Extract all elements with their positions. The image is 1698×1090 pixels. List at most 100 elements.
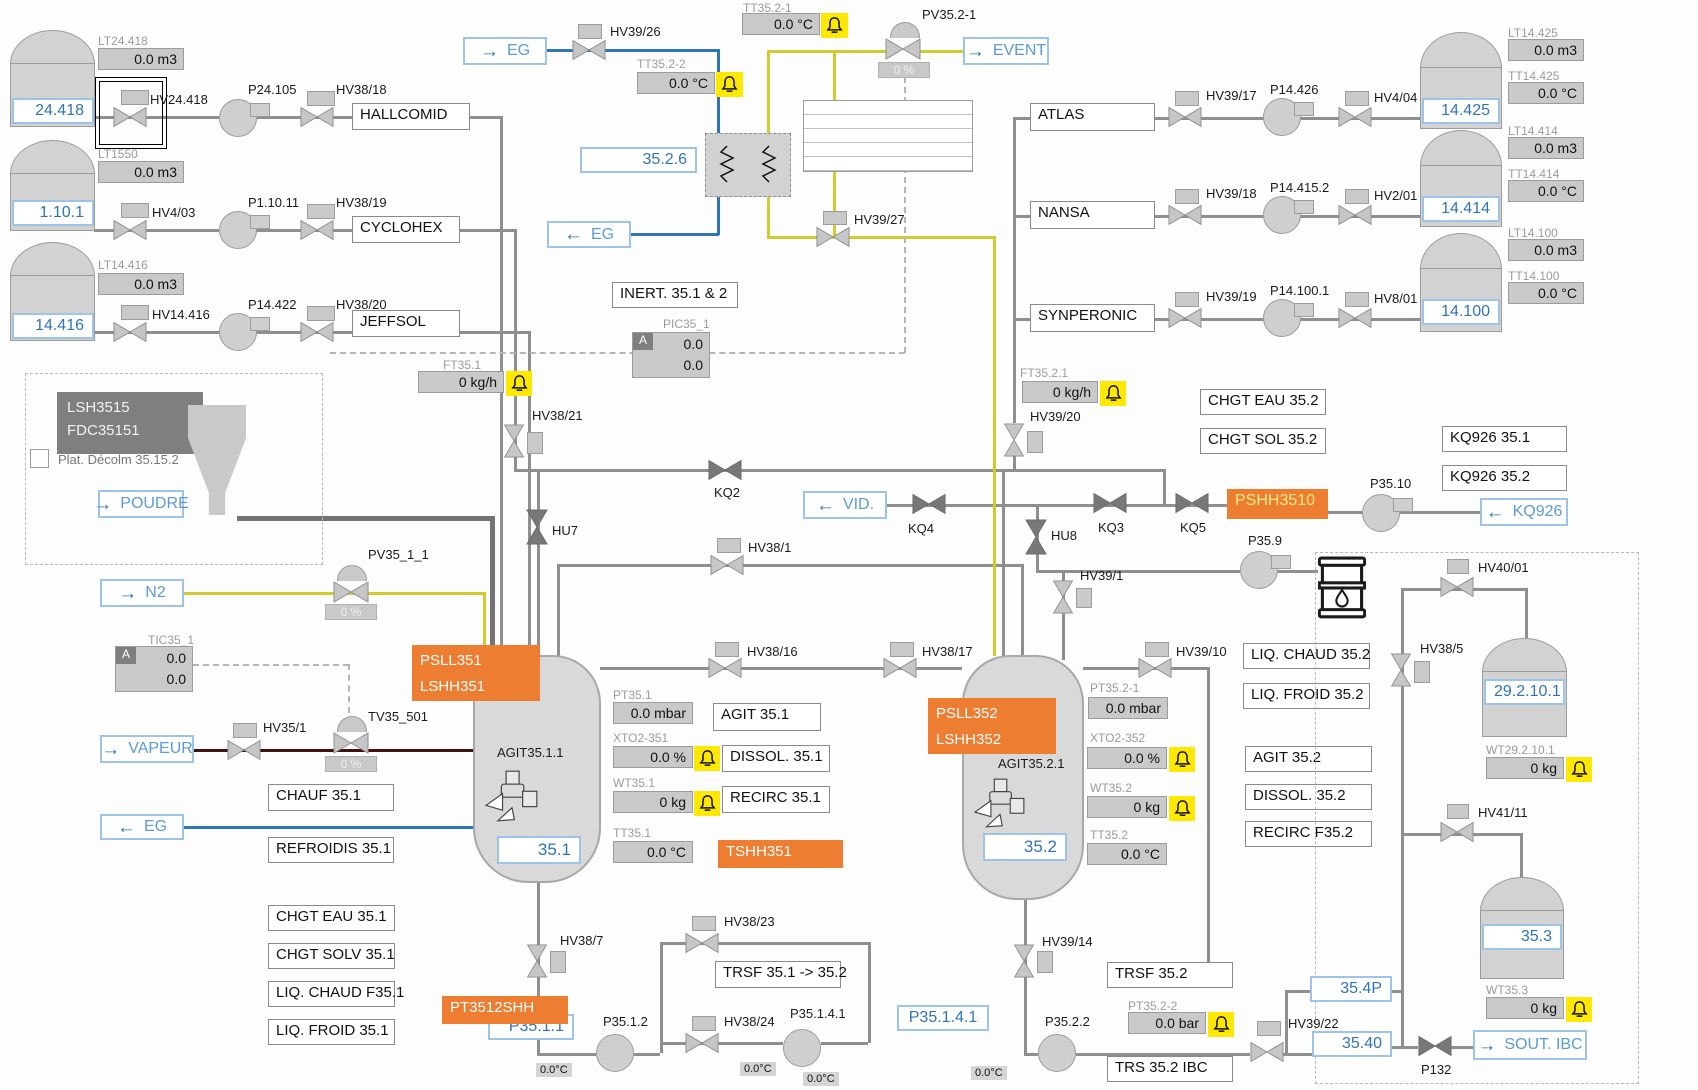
- valve-pv3521[interactable]: [885, 37, 921, 61]
- valve-hv3820[interactable]: [300, 321, 334, 343]
- pump-p35141[interactable]: [783, 1029, 821, 1067]
- alarm-bell-icon[interactable]: [1208, 1012, 1234, 1037]
- valve-hu8[interactable]: [1025, 518, 1047, 556]
- tic351-controller[interactable]: A 0.0 0.0: [115, 646, 193, 692]
- route-3540-id[interactable]: 35.40: [1312, 1031, 1392, 1057]
- alarm-bell-icon[interactable]: [694, 791, 720, 816]
- pump-p3522[interactable]: [1038, 1034, 1076, 1072]
- valve-hv4111[interactable]: [1440, 819, 1474, 845]
- flow-event[interactable]: →EVENT: [963, 37, 1049, 65]
- valve-hv381-label: HV38/1: [748, 540, 792, 555]
- valve-kq3[interactable]: [1093, 491, 1127, 515]
- pt3512shh-alarm-box[interactable]: PT3512SHH: [442, 996, 568, 1024]
- pump-p3512[interactable]: [596, 1034, 634, 1072]
- valve-hv3917[interactable]: [1168, 106, 1202, 128]
- valve-hv381[interactable]: [710, 553, 744, 577]
- valve-hv351[interactable]: [227, 738, 261, 762]
- tank-292101-id[interactable]: 29.2.10.1: [1484, 679, 1565, 705]
- tank-1101-id[interactable]: 1.10.1: [12, 200, 94, 226]
- alarm-bell-icon[interactable]: [1566, 757, 1592, 782]
- valve-hv3816[interactable]: [708, 656, 742, 680]
- reactor-352-id[interactable]: 35.2: [983, 833, 1067, 861]
- pshh3510-alarm-box[interactable]: PSHH3510: [1227, 489, 1328, 519]
- condenser-id[interactable]: 35.2.6: [580, 147, 697, 173]
- flow-kq926[interactable]: ←KQ926: [1480, 498, 1568, 526]
- valve-hv4001[interactable]: [1440, 574, 1474, 600]
- tank-24418-id[interactable]: 24.418: [12, 98, 94, 124]
- tank-353-id[interactable]: 35.3: [1482, 924, 1562, 950]
- alarm-bell-icon[interactable]: [1169, 796, 1195, 821]
- flow-vapeur[interactable]: →VAPEUR: [100, 735, 194, 763]
- alarm-bell-icon[interactable]: [1169, 747, 1195, 772]
- valve-hv403[interactable]: [113, 219, 147, 241]
- valve-hv387[interactable]: [526, 944, 548, 978]
- plat-checkbox[interactable]: [30, 449, 49, 468]
- tshh351-alarm-box[interactable]: TSHH351: [718, 840, 843, 868]
- tank-14100-id[interactable]: 14.100: [1422, 299, 1500, 325]
- alarm-bell-icon[interactable]: [1566, 997, 1592, 1022]
- valve-pv3511[interactable]: [333, 580, 369, 604]
- valve-hv385[interactable]: [1390, 653, 1412, 687]
- valve-hv801[interactable]: [1338, 307, 1372, 329]
- valve-hv404[interactable]: [1338, 106, 1372, 128]
- alarm-bell-icon[interactable]: [1100, 381, 1126, 406]
- pipe: [1392, 1046, 1418, 1049]
- valve-hv3817[interactable]: [883, 656, 917, 680]
- flow-eg-out[interactable]: ←EG: [547, 221, 631, 248]
- flow-poudre[interactable]: →POUDRE: [93, 490, 189, 518]
- valve-hv3918[interactable]: [1168, 204, 1202, 226]
- pump-p144152-label: P14.415.2: [1270, 180, 1330, 195]
- valve-actuator: [692, 916, 716, 931]
- valve-hv3818[interactable]: [300, 106, 334, 128]
- pump-p144152[interactable]: [1263, 196, 1301, 234]
- valve-kq4[interactable]: [912, 492, 946, 516]
- valve-hv3823[interactable]: [685, 931, 719, 955]
- valve-hv391[interactable]: [1052, 580, 1074, 614]
- valve-hv3926[interactable]: [572, 39, 606, 61]
- route-354p-id[interactable]: 35.4P: [1310, 976, 1392, 1002]
- valve-kq2[interactable]: [708, 459, 742, 481]
- signal-line: [330, 352, 905, 354]
- valve-p132[interactable]: [1418, 1034, 1452, 1058]
- valve-tv35501[interactable]: [333, 731, 369, 755]
- valve-hv3914[interactable]: [1013, 944, 1035, 978]
- pic351-controller[interactable]: A 0.0 0.0: [632, 332, 710, 378]
- alarm-bell-icon[interactable]: [694, 746, 720, 771]
- alarm-bell-icon[interactable]: [821, 13, 848, 38]
- valve-hv201[interactable]: [1338, 204, 1372, 226]
- valve-hv3821[interactable]: [503, 424, 525, 458]
- valve-hv3920[interactable]: [1003, 423, 1025, 457]
- valve-actuator: [692, 1016, 716, 1031]
- valve-hv24418[interactable]: [113, 106, 147, 128]
- flow-sout-ibc[interactable]: →SOUT. IBC: [1473, 1030, 1587, 1060]
- valve-hv3819[interactable]: [300, 219, 334, 241]
- reactor-351-id[interactable]: 35.1: [497, 836, 581, 864]
- pump-p35141-id[interactable]: P35.1.4.1: [897, 1005, 989, 1031]
- tank-14414-id[interactable]: 14.414: [1422, 196, 1500, 222]
- pipe: [1285, 990, 1288, 1053]
- alarm-bell-icon[interactable]: [716, 72, 743, 97]
- valve-hv3824[interactable]: [685, 1031, 719, 1055]
- valve-hv14416[interactable]: [113, 321, 147, 343]
- flow-n2[interactable]: →N2: [100, 579, 184, 607]
- flow-eg-return[interactable]: ←EG: [100, 814, 184, 840]
- valve-hv3919[interactable]: [1168, 307, 1202, 329]
- valve-hv4111-label: HV41/11: [1478, 805, 1528, 820]
- eg-pipe: [717, 194, 720, 235]
- tt351-value: 0.0 °C: [613, 841, 693, 863]
- valve-hv3910[interactable]: [1138, 656, 1172, 680]
- alarm-bell-icon[interactable]: [506, 371, 532, 396]
- pipe: [1390, 990, 1403, 993]
- valve-kq5[interactable]: [1175, 491, 1209, 515]
- valve-hu7[interactable]: [526, 508, 548, 546]
- flow-eg-in[interactable]: →EG: [463, 37, 547, 65]
- tank-14425-id[interactable]: 14.425: [1422, 98, 1500, 124]
- valve-hv3922[interactable]: [1250, 1040, 1284, 1064]
- tank-14416-id[interactable]: 14.416: [12, 313, 94, 339]
- valve-actuator: [823, 211, 847, 225]
- flow-vid[interactable]: ←VID.: [803, 491, 887, 519]
- valve-hv3927[interactable]: [816, 226, 850, 248]
